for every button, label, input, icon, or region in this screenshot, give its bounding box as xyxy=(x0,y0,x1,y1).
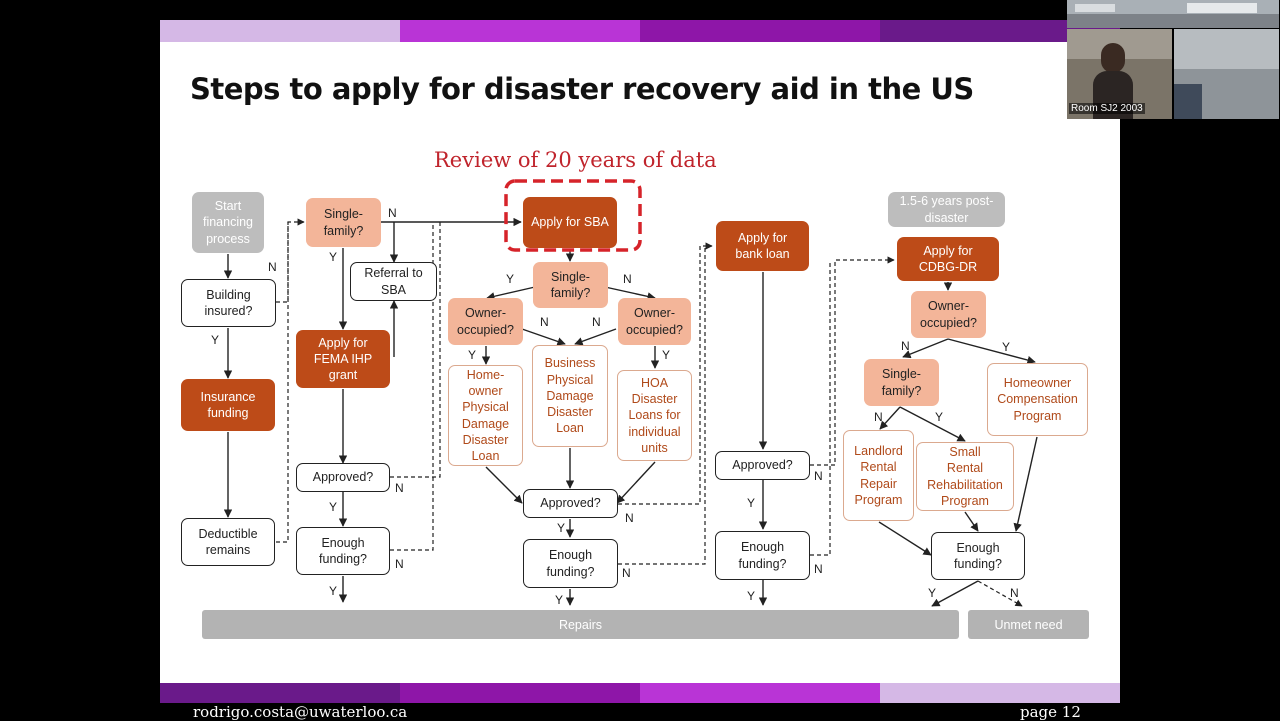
edge-label-yes: Y xyxy=(1002,340,1011,354)
landlord-rental-node: Landlord Rental Repair Program xyxy=(843,430,914,521)
single-family-node-1: Single- family? xyxy=(306,198,381,247)
repairs-bar: Repairs xyxy=(202,610,959,639)
owner-occupied-node-3: Owner- occupied? xyxy=(911,291,986,338)
top-band-2 xyxy=(400,20,640,42)
edge-label-yes: Y xyxy=(555,593,564,607)
edge-label-no: N xyxy=(592,315,601,329)
post-disaster-label: 1.5-6 years post- disaster xyxy=(888,192,1005,227)
edge-label-no: N xyxy=(622,566,631,580)
video-tile-room[interactable] xyxy=(1174,29,1279,119)
homeowner-compensation-node: Homeowner Compensation Program xyxy=(987,363,1088,436)
start-node: Start financing process xyxy=(192,192,264,253)
referral-sba-node: Referral to SBA xyxy=(350,262,437,301)
edge-label-yes: Y xyxy=(747,589,756,603)
homeowner-loan-node: Home- owner Physical Damage Disaster Loa… xyxy=(448,365,523,466)
edge-label-no: N xyxy=(814,469,823,483)
bottom-band-1 xyxy=(160,683,400,703)
building-insured-node: Building insured? xyxy=(181,279,276,327)
approved-node-1: Approved? xyxy=(296,463,390,492)
edge-label-yes: Y xyxy=(747,496,756,510)
edge-label-yes: Y xyxy=(329,500,338,514)
footer-page-number: page 12 xyxy=(1020,703,1081,721)
edge-label-yes: Y xyxy=(506,272,515,286)
edge-label-no: N xyxy=(1010,586,1019,600)
owner-occupied-node-1: Owner- occupied? xyxy=(448,298,523,345)
single-family-node-3: Single- family? xyxy=(864,359,939,406)
edge-label-no: N xyxy=(395,481,404,495)
edge-label-yes: Y xyxy=(557,521,566,535)
participant-avatar xyxy=(1101,43,1125,73)
top-band-3 xyxy=(640,20,880,42)
edge-label-yes: Y xyxy=(935,410,944,424)
slide-title: Steps to apply for disaster recovery aid… xyxy=(190,72,974,106)
edge-label-no: N xyxy=(901,339,910,353)
footer-email: rodrigo.costa@uwaterloo.ca xyxy=(193,703,408,721)
edge-label-yes: Y xyxy=(211,333,220,347)
enough-funding-node-4: Enough funding? xyxy=(931,532,1025,580)
top-band-1 xyxy=(160,20,400,42)
edge-label-yes: Y xyxy=(329,250,338,264)
cdbg-node: Apply for CDBG-DR xyxy=(897,237,999,281)
business-loan-node: Business Physical Damage Disaster Loan xyxy=(532,345,608,447)
edge-label-yes: Y xyxy=(468,348,477,362)
video-room-label: Room SJ2 2003 xyxy=(1069,103,1145,114)
edge-label-no: N xyxy=(814,562,823,576)
small-rental-node: Small Rental Rehabilitation Program xyxy=(916,442,1014,511)
bank-loan-node: Apply for bank loan xyxy=(716,221,809,271)
edge-label-no: N xyxy=(874,410,883,424)
bottom-band-2 xyxy=(400,683,640,703)
apply-sba-node: Apply for SBA xyxy=(523,197,617,248)
edge-label-no: N xyxy=(623,272,632,286)
approved-node-3: Approved? xyxy=(715,451,810,480)
enough-funding-node-3: Enough funding? xyxy=(715,531,810,580)
bottom-band-4 xyxy=(880,683,1120,703)
fema-ihp-node: Apply for FEMA IHP grant xyxy=(296,330,390,388)
enough-funding-node-1: Enough funding? xyxy=(296,527,390,575)
edge-label-no: N xyxy=(540,315,549,329)
video-tile-room-wide[interactable] xyxy=(1067,0,1279,28)
slide-subtitle: Review of 20 years of data xyxy=(434,148,717,172)
top-band-4 xyxy=(880,20,1120,42)
enough-funding-node-2: Enough funding? xyxy=(523,539,618,588)
edge-label-no: N xyxy=(625,511,634,525)
edge-label-yes: Y xyxy=(928,586,937,600)
deductible-node: Deductible remains xyxy=(181,518,275,566)
edge-label-yes: Y xyxy=(662,348,671,362)
owner-occupied-node-2: Owner- occupied? xyxy=(618,298,691,345)
hoa-loans-node: HOA Disaster Loans for individual units xyxy=(617,370,692,461)
single-family-node-2: Single- family? xyxy=(533,262,608,308)
unmet-need-bar: Unmet need xyxy=(968,610,1089,639)
edge-label-yes: Y xyxy=(329,584,338,598)
bottom-band-3 xyxy=(640,683,880,703)
edge-label-no: N xyxy=(388,206,397,220)
edge-label-no: N xyxy=(395,557,404,571)
edge-label-no: N xyxy=(268,260,277,274)
insurance-funding-node: Insurance funding xyxy=(181,379,275,431)
approved-node-2: Approved? xyxy=(523,489,618,518)
